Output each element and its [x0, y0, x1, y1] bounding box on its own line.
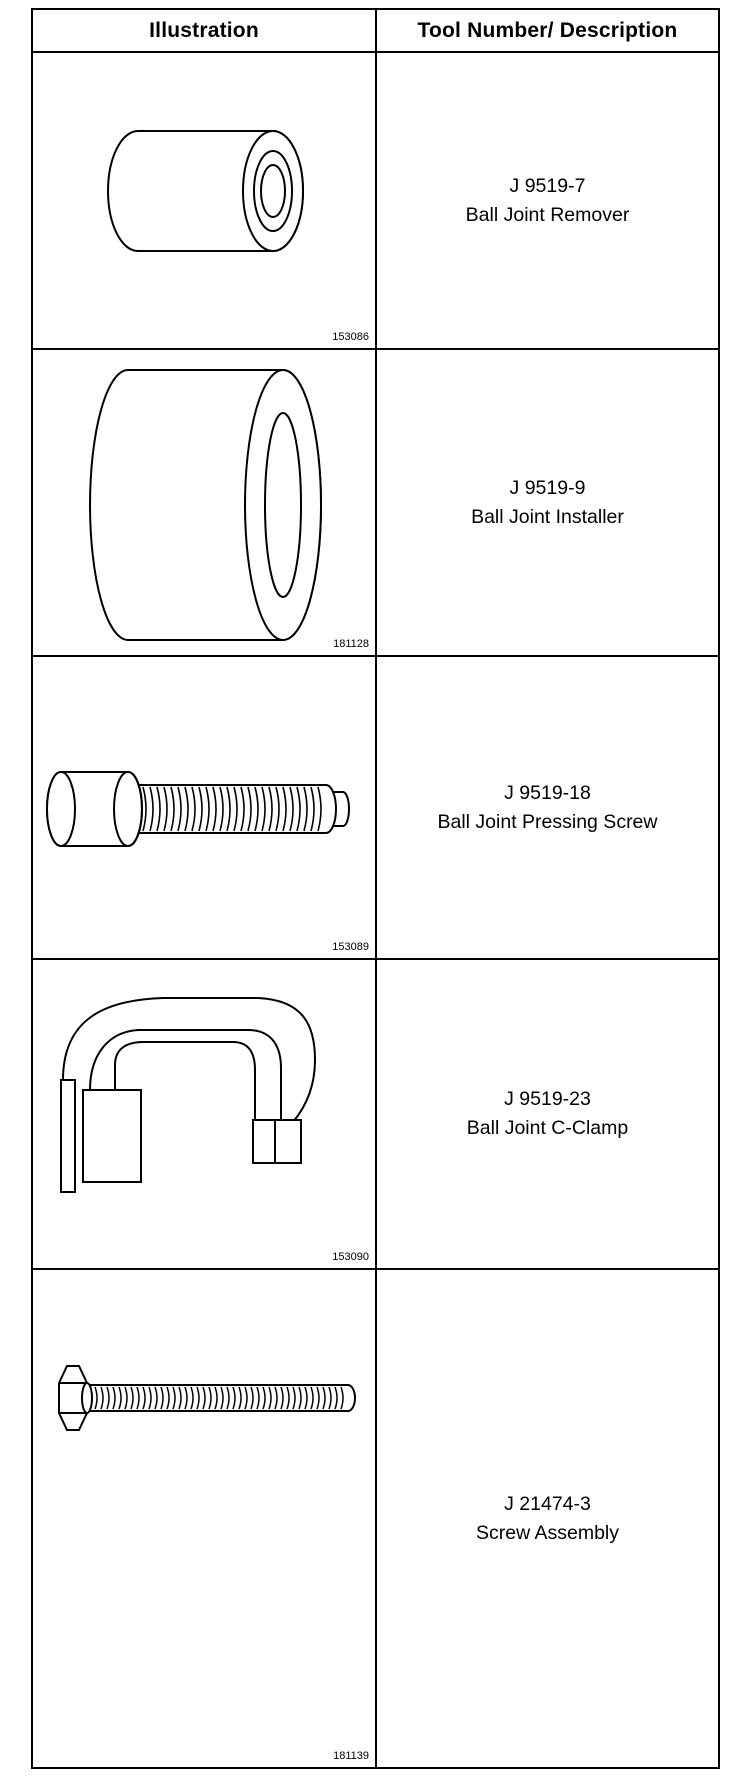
tool-description: Ball Joint C-Clamp — [466, 1117, 629, 1139]
c-clamp-icon — [60, 997, 317, 1193]
special-tools-table: Illustration Tool Number/ Description 15… — [31, 8, 720, 1769]
table-row: 181128 J 9519-9 Ball Joint Installer — [33, 350, 718, 657]
screw-assembly-icon — [58, 1365, 356, 1431]
description-cell: J 9519-18 Ball Joint Pressing Screw — [377, 657, 718, 958]
illustration-cell: 181128 — [33, 350, 377, 655]
table-header: Illustration Tool Number/ Description — [33, 10, 718, 53]
description-cell: J 21474-3 Screw Assembly — [377, 1270, 718, 1767]
figure-number: 153086 — [332, 331, 369, 343]
tool-number: J 9519-18 — [504, 781, 591, 804]
illustration-cell: 153089 — [33, 657, 377, 958]
pressing-screw-icon — [46, 771, 350, 847]
tool-description: Ball Joint Installer — [471, 505, 624, 528]
description-cell: J 9519-23 Ball Joint C-Clamp — [377, 960, 718, 1268]
illustration-cell: 153090 — [33, 960, 377, 1268]
ball-joint-remover-icon — [107, 130, 304, 252]
figure-number: 181128 — [333, 638, 369, 650]
figure-number: 153089 — [332, 941, 369, 953]
figure-number: 153090 — [332, 1251, 369, 1263]
tool-description: Screw Assembly — [475, 1521, 620, 1544]
header-tool-number-description: Tool Number/ Description — [417, 18, 678, 42]
tool-description: Ball Joint Pressing Screw — [437, 810, 658, 833]
tool-number: J 9519-7 — [509, 174, 586, 197]
illustration-cell: 181139 — [33, 1270, 377, 1767]
tool-description: Ball Joint Remover — [465, 203, 630, 226]
figure-number: 181139 — [333, 1750, 369, 1762]
tool-number: J 9519-23 — [504, 1088, 591, 1110]
tool-number: J 9519-9 — [509, 476, 586, 499]
table-row: 181139 J 21474-3 Screw Assembly — [33, 1270, 718, 1767]
illustration-cell: 153086 — [33, 53, 377, 348]
table-row: 153089 J 9519-18 Ball Joint Pressing Scr… — [33, 657, 718, 960]
description-cell: J 9519-9 Ball Joint Installer — [377, 350, 718, 655]
tool-number: J 21474-3 — [504, 1492, 591, 1515]
description-cell: J 9519-7 Ball Joint Remover — [377, 53, 718, 348]
ball-joint-installer-icon — [89, 369, 322, 641]
table-row: 153090 J 9519-23 Ball Joint C-Clamp — [33, 960, 718, 1270]
table-row: 153086 J 9519-7 Ball Joint Remover — [33, 53, 718, 350]
header-illustration: Illustration — [33, 10, 377, 51]
